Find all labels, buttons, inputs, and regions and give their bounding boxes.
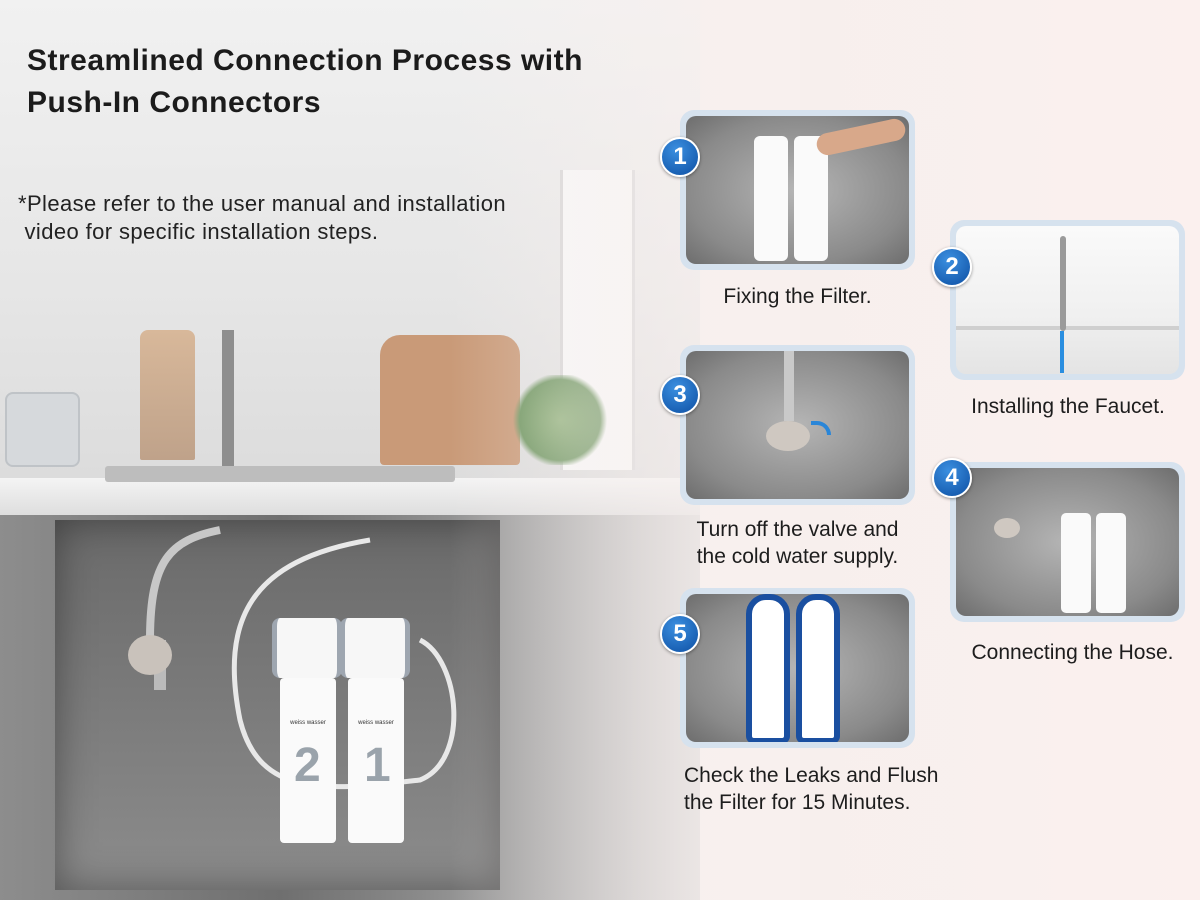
step-4-badge: 4 [932,458,972,498]
step-5-badge: 5 [660,614,700,654]
valve-photo [686,351,909,499]
hand [814,116,908,158]
filter-photo [686,116,909,264]
flush-photo [686,594,909,742]
caption-line: the cold water supply. [696,545,899,568]
caption-line: Turn off the valve and [696,518,899,541]
brand-logo: weiss wasser [358,720,394,726]
hose-photo [956,468,1179,616]
step-3-image [680,345,915,505]
turn-arrow-icon [811,421,831,435]
step-2-badge: 2 [932,247,972,287]
brand-logo: weiss wasser [290,720,326,726]
step-1-badge: 1 [660,137,700,177]
caption-line: the Filter for 15 Minutes. [684,791,911,814]
step-5-image [680,588,915,748]
step-4-image [950,462,1185,622]
filter-cartridge-1: weiss wasser 1 [348,678,404,843]
installation-note: *Please refer to the user manual and ins… [18,190,506,246]
sink [105,466,455,482]
step-1-caption: Fixing the Filter. [723,285,872,308]
filter-head-1 [340,618,410,678]
title-line: Streamlined Connection Process with [27,44,583,77]
step-2-caption: Installing the Faucet. [971,395,1165,418]
step-1-image [680,110,915,270]
step-3-badge: 3 [660,375,700,415]
cabinet-interior [55,520,500,890]
kitchen-tap [222,330,234,468]
step-3-caption: Turn off the valve and the cold water su… [670,516,925,570]
utensil-holder [140,330,195,460]
filter-number: 1 [364,739,391,792]
step-4-caption: Connecting the Hose. [971,641,1174,664]
step-2-image [950,220,1185,380]
jar [5,392,80,467]
faucet [1060,236,1066,331]
filter-number: 2 [294,739,321,792]
note-line: video for specific installation steps. [18,219,379,244]
faucet-photo [956,226,1179,374]
page-title: Streamlined Connection Process with Push… [27,40,583,124]
filter-head-2 [272,618,342,678]
title-line: Push-In Connectors [27,86,322,119]
filter-cartridge-2: weiss wasser 2 [280,678,336,843]
caption-line: Check the Leaks and Flush [684,764,939,787]
note-line: *Please refer to the user manual and ins… [18,191,506,216]
step-5-caption: Check the Leaks and Flush the Filter for… [684,762,984,816]
